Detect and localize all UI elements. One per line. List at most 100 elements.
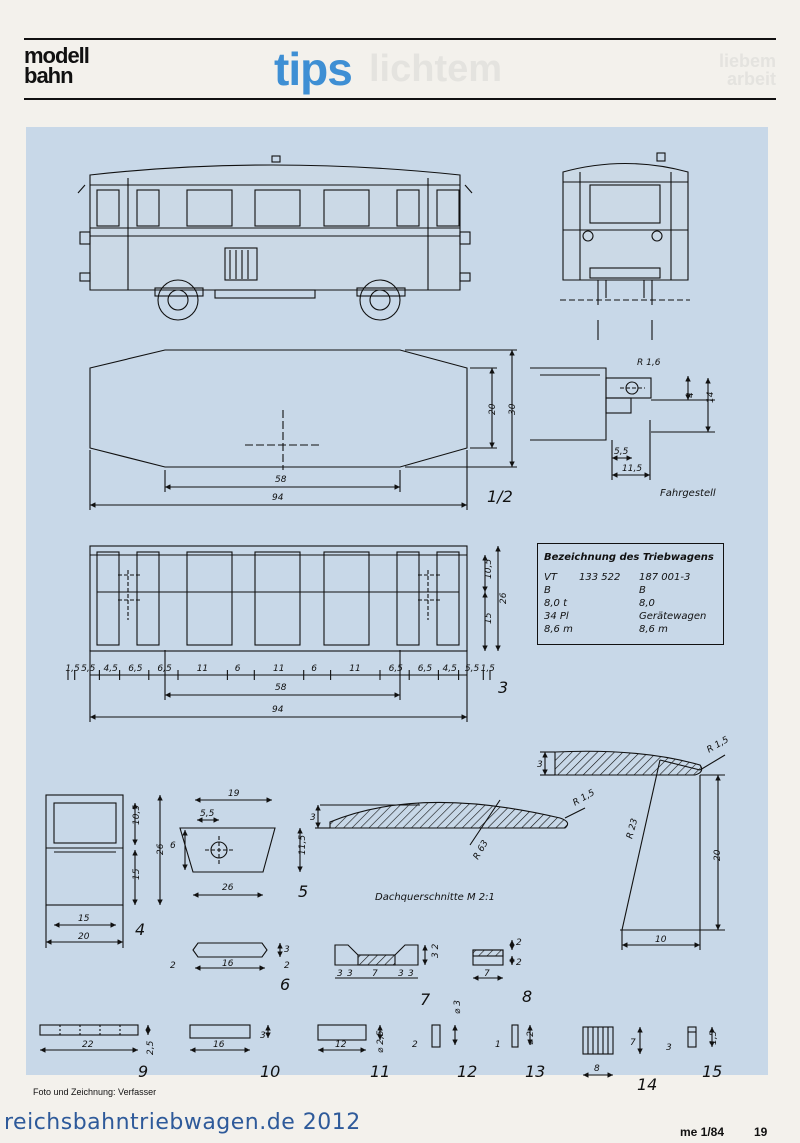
figure-8-drawing [472,940,515,981]
vehicle-designation-table: Bezeichnung des Triebwagens VT 133 522 1… [537,543,724,645]
dim-f9-2-5: 2,5 [146,1040,156,1055]
figure-5-drawing [179,797,303,898]
figure-label-10: 10 [260,1062,280,1081]
dim-f14-8: 8 [594,1064,600,1074]
page-number: 19 [754,1125,768,1139]
dim-side-segment: 11 [349,664,360,674]
brand-logo: modell bahn [24,43,90,87]
dim-roof2-3: 3 [537,760,543,770]
dim-roof1-r63: R 63 [472,839,491,862]
ghost-title: lichtem [369,48,503,90]
dim-f15-1-5: 1,5 [709,1030,719,1045]
dim-side-segment: 5,5 [81,664,96,674]
legend-cell: 8,6 m [544,624,573,635]
figure-label-11: 11 [370,1062,390,1081]
figure-label-9: 9 [138,1062,148,1081]
roof-section-small [315,799,586,846]
figure-10-drawing [189,1024,271,1053]
figure-label-half: 1/2 [487,487,513,506]
dim-f8-2: 2 [516,938,522,948]
dim-roof1-3: 3 [310,813,316,823]
legend-cell: 8,6 m [639,624,668,635]
dim-side-58: 58 [275,683,287,693]
legend-cell: B [544,585,551,596]
dim-f10-3: 3 [260,1031,266,1041]
figure-4-drawing [45,794,163,948]
dim-f5-19: 19 [228,789,240,799]
dim-f7-3c: 3 [398,969,404,979]
figure-label-14: 14 [637,1075,657,1094]
dim-roof2-r15: R 1,5 [705,735,731,756]
figure-6-drawing [192,942,283,971]
dim-f7-3d: 3 [408,969,414,979]
watermark: reichsbahntriebwagen.de 2012 [4,1110,361,1135]
dim-f6-16: 16 [222,959,234,969]
legend-cell: 8,0 t [544,598,568,609]
dim-f13-d2: ⌀ 2 [526,1031,536,1045]
dim-side-segment: 5,5 [465,664,480,674]
section-title: tips [274,43,353,95]
dim-f12-d3: ⌀ 3 [453,1000,463,1014]
dim-floor-94: 94 [272,493,284,503]
brand-line1: modell [24,43,90,68]
dim-roof2-20: 20 [713,849,723,861]
dim-f5-6: 6 [170,841,176,851]
fahrgestell-label: Fahrgestell [660,488,716,499]
legend-cell: 34 Pl [544,611,569,622]
legend-row: 8,6 m 8,6 m [544,624,719,637]
dim-f4-26: 26 [156,843,166,855]
dim-side-segment: 11 [197,664,208,674]
dim-11-5: 11,5 [622,464,642,474]
side-wall-ticks [67,670,491,680]
dim-side-segment: 6,5 [418,664,433,674]
legend-row: 34 Pl Gerätewagen [544,611,719,624]
roof-section-caption: Dachquerschnitte M 2:1 [375,892,495,903]
legend-row: 8,0 t 8,0 [544,598,719,611]
dim-side-94: 94 [272,705,284,715]
figure-label-8: 8 [522,987,532,1006]
legend-cell: 8,0 [639,598,655,609]
dim-f7-3b: 3 [347,969,353,979]
header-rule-top [24,38,776,40]
side-wall-drawing [89,545,501,722]
dim-side-segment: 6 [311,664,317,674]
dim-side-segment: 6,5 [389,664,404,674]
dim-r16: R 1,6 [637,358,661,368]
figure-15-drawing [687,1026,715,1048]
dim-side-segment: 6,5 [157,664,172,674]
figure-7-drawing [334,944,428,979]
figure-label-12: 12 [457,1062,477,1081]
figure-label-7: 7 [420,990,431,1009]
roof-section-large [540,750,726,950]
dim-f6-2b: 2 [284,961,290,971]
legend-row: VT 133 522 187 001-3 [544,572,719,585]
dim-roof2-r23: R 23 [625,817,640,840]
dim-f11-2-5: ⌀ 2,5 [376,1030,386,1053]
dim-f8-2b: 2 [516,958,522,968]
figure-label-5: 5 [298,882,308,901]
dim-side-26: 26 [499,592,509,604]
dim-f4-w15: 15 [78,914,90,924]
dim-f8-7: 7 [484,969,490,979]
legend-cell: Gerätewagen [639,611,707,622]
legend-cell: VT [544,572,557,583]
dim-f4-10-5: 10,5 [132,805,142,825]
figure-12-drawing [431,1024,458,1048]
photo-credit: Foto und Zeichnung: Verfasser [33,1087,157,1097]
dim-roof1-r15: R 1,5 [571,788,597,809]
dim-f13-1: 1 [495,1040,501,1050]
legend-row: B B [544,585,719,598]
dim-f14-7: 7 [630,1038,636,1048]
dim-side-segment: 4,5 [443,664,458,674]
railcar-side-elevation [77,155,473,321]
figure-label-4: 4 [135,920,145,939]
legend-cell: 187 001-3 [639,572,691,583]
dim-14: 14 [706,391,716,403]
dim-f4-w20: 20 [78,932,90,942]
dim-side-segment: 1,5 [481,664,496,674]
railcar-end-view [560,152,690,340]
issue-number: me 1/84 [680,1125,725,1139]
dim-f7-3a: 3 [337,969,343,979]
